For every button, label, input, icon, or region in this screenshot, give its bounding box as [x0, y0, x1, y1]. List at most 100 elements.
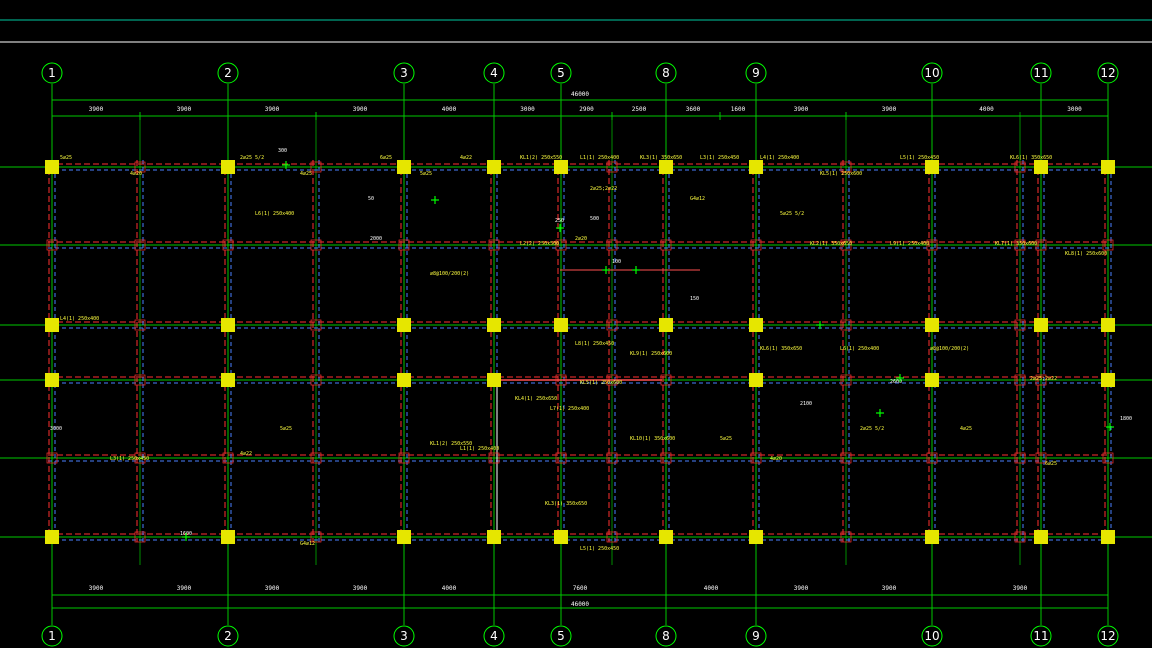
axis-label-4: 4	[490, 629, 498, 643]
axis-label-1: 1	[48, 66, 56, 80]
column	[1101, 318, 1115, 332]
axis-label-11: 11	[1033, 629, 1048, 643]
axis-bubble-11	[1030, 625, 1052, 647]
dim-text-top-2: 3900	[265, 106, 280, 113]
dim-text-top-13: 3000	[1067, 106, 1082, 113]
beam-label: 4⌀20	[770, 456, 782, 462]
dim-total-top: 46000	[571, 91, 589, 98]
junction	[398, 239, 410, 251]
beam-label: L3(1) 250x450	[700, 155, 739, 161]
beam-label: L1(1) 250x400	[580, 155, 619, 161]
beam-label: KL1(2) 250x550	[430, 441, 472, 447]
dim-text-top-4: 4000	[442, 106, 457, 113]
axis-bubble-2	[217, 625, 239, 647]
column	[1034, 530, 1048, 544]
beam-label: L8(1) 250x450	[575, 341, 614, 347]
column	[45, 160, 59, 174]
column	[925, 318, 939, 332]
junction	[555, 452, 567, 464]
dim-text-bottom-5: 7600	[573, 585, 588, 592]
beam-label: KL9(1) 250x600	[630, 351, 672, 357]
junction	[488, 239, 500, 251]
junction	[134, 319, 146, 331]
beam-label: KL3(1) 350x650	[640, 155, 682, 161]
beam-label: KL6(1) 350x650	[1010, 155, 1052, 161]
beam-label: 4⌀20	[130, 171, 142, 177]
misc-dimension: 150	[690, 296, 699, 302]
junction	[750, 452, 762, 464]
junction	[660, 239, 672, 251]
dim-text-top-0: 3900	[89, 106, 104, 113]
junction	[926, 452, 938, 464]
dim-text-top-3: 3900	[353, 106, 368, 113]
columns-layer	[45, 160, 1115, 544]
beam-label: 6⌀25	[380, 155, 392, 161]
junction	[606, 531, 618, 543]
column	[554, 530, 568, 544]
axis-label-3: 3	[400, 629, 408, 643]
beam-label: ⌀8@100/200(2)	[930, 346, 969, 352]
beam-label: KL6(1) 350x650	[760, 346, 802, 352]
column	[487, 318, 501, 332]
junction	[660, 452, 672, 464]
beam-label: 2⌀25 5/2	[240, 155, 264, 161]
drawing-frame	[0, 19, 1152, 43]
axis-bubble-4	[483, 625, 505, 647]
junction	[1014, 374, 1026, 386]
dim-text-bottom-0: 3900	[89, 585, 104, 592]
axis-bubble-12	[1097, 62, 1119, 84]
column	[925, 373, 939, 387]
junction	[46, 452, 58, 464]
column	[221, 373, 235, 387]
beam-label: KL4(1) 250x650	[515, 396, 557, 402]
beam-label: L7(1) 250x400	[550, 406, 589, 412]
beam-label: L9(1) 250x400	[890, 241, 929, 247]
junction	[840, 452, 852, 464]
axis-bubble-9	[745, 62, 767, 84]
column	[554, 160, 568, 174]
beam-label: 4⌀25	[300, 171, 312, 177]
column	[659, 160, 673, 174]
junction	[134, 452, 146, 464]
axis-label-5: 5	[557, 629, 565, 643]
dim-total-bottom: 46000	[571, 601, 589, 608]
column	[1101, 530, 1115, 544]
axis-label-4: 4	[490, 66, 498, 80]
axis-label-2: 2	[224, 66, 232, 80]
beam-label: KL8(1) 250x600	[1065, 251, 1107, 257]
axis-bubble-1	[41, 625, 63, 647]
column	[749, 160, 763, 174]
column	[659, 318, 673, 332]
beam-label: G4⌀12	[690, 196, 705, 202]
axis-label-10: 10	[924, 66, 939, 80]
dim-text-bottom-1: 3900	[177, 585, 192, 592]
axis-label-12: 12	[1100, 66, 1115, 80]
beam-label: KL10(1) 350x600	[630, 436, 675, 442]
column	[397, 530, 411, 544]
axis-label-11: 11	[1033, 66, 1048, 80]
column	[487, 373, 501, 387]
beam-label: 5⌀25	[60, 155, 72, 161]
axis-bubble-8	[655, 62, 677, 84]
junction	[1014, 239, 1026, 251]
junction	[310, 531, 322, 543]
dim-text-bottom-7: 3900	[794, 585, 809, 592]
junction	[310, 374, 322, 386]
beam-label: 2⌀25;2⌀22	[1030, 376, 1057, 382]
junction	[606, 452, 618, 464]
axis-bubble-4	[483, 62, 505, 84]
beam-label: L6(1) 250x400	[255, 211, 294, 217]
beam-label: L3(1) 250x450	[110, 456, 149, 462]
junction	[134, 531, 146, 543]
junction	[310, 452, 322, 464]
junction	[310, 161, 322, 173]
junction	[606, 319, 618, 331]
junction	[1035, 374, 1047, 386]
junction	[926, 239, 938, 251]
column	[45, 318, 59, 332]
dim-text-top-6: 2900	[579, 106, 594, 113]
axis-bubble-3	[393, 62, 415, 84]
dim-text-top-5: 3000	[520, 106, 535, 113]
